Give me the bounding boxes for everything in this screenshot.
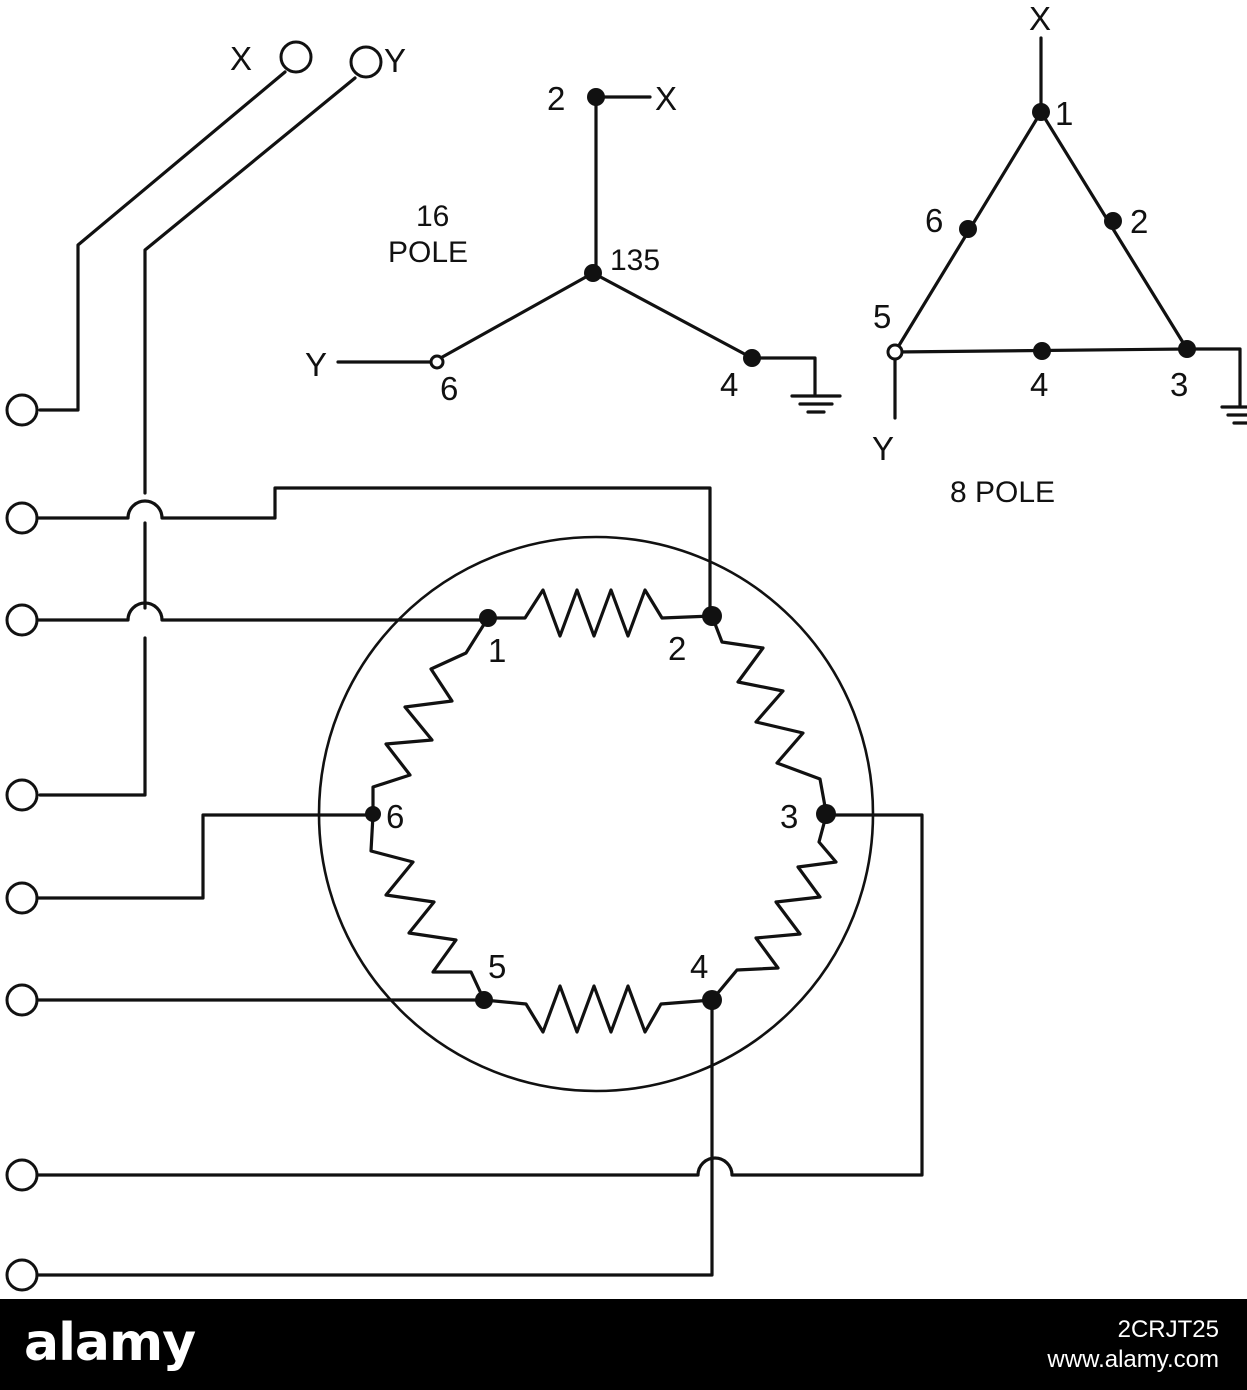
left-terminal-4[interactable] bbox=[5, 778, 39, 812]
delta-label-4: 4 bbox=[1030, 366, 1048, 403]
winding-2-3 bbox=[710, 614, 828, 814]
delta-node-1 bbox=[1032, 103, 1050, 121]
delta-label-x: X bbox=[1029, 0, 1051, 37]
wye-label-y: Y bbox=[305, 346, 327, 383]
left-terminal-7[interactable] bbox=[5, 1158, 39, 1192]
lead-x bbox=[38, 70, 287, 412]
delta-label-1: 1 bbox=[1055, 95, 1073, 132]
stator-node-6 bbox=[365, 806, 381, 822]
watermark-footer: alamy 2CRJT25 www.alamy.com bbox=[0, 1299, 1247, 1390]
image-id-block: 2CRJT25 www.alamy.com bbox=[1047, 1315, 1219, 1375]
lead-y bbox=[38, 76, 357, 797]
stator-label-1: 1 bbox=[488, 632, 506, 669]
stator: 1 2 3 4 5 6 bbox=[317, 535, 875, 1093]
image-id: 2CRJT25 bbox=[1117, 1316, 1219, 1343]
stator-node-4 bbox=[702, 990, 722, 1010]
left-terminal-1[interactable] bbox=[5, 393, 39, 427]
delta-label-6: 6 bbox=[925, 202, 943, 239]
wye-title-pole: POLE bbox=[388, 236, 468, 269]
wye-node-center bbox=[584, 264, 602, 282]
wye-label-6: 6 bbox=[440, 370, 458, 407]
stator-label-3: 3 bbox=[780, 798, 798, 835]
left-terminals bbox=[5, 393, 39, 1292]
switch-terminal-x[interactable] bbox=[279, 40, 313, 74]
delta-node-5 bbox=[886, 343, 904, 361]
delta-label-5: 5 bbox=[873, 298, 891, 335]
brand-logo: alamy bbox=[24, 1313, 196, 1373]
terminal-leads bbox=[35, 486, 924, 1277]
delta-label-y: Y bbox=[872, 430, 894, 467]
ground-icon bbox=[1220, 405, 1247, 425]
winding-6-1 bbox=[371, 616, 490, 815]
lead-to-node-2 bbox=[35, 486, 712, 617]
stator-label-6: 6 bbox=[386, 798, 404, 835]
stator-node-2 bbox=[702, 606, 722, 626]
left-terminal-3[interactable] bbox=[5, 603, 39, 637]
lead-to-node-6 bbox=[35, 813, 375, 900]
stator-node-5 bbox=[475, 991, 493, 1009]
wye-node-6 bbox=[429, 354, 445, 370]
winding-5-6 bbox=[369, 813, 486, 1002]
stator-label-4: 4 bbox=[690, 948, 708, 985]
stator-label-5: 5 bbox=[488, 948, 506, 985]
wye-label-x: X bbox=[655, 80, 677, 117]
stator-ring bbox=[317, 535, 875, 1093]
wye-title-number: 16 bbox=[416, 200, 449, 233]
switch-terminal-y[interactable] bbox=[349, 45, 383, 79]
site-url: www.alamy.com bbox=[1047, 1346, 1219, 1373]
delta-node-2 bbox=[1104, 212, 1122, 230]
stator-label-2: 2 bbox=[668, 630, 686, 667]
left-terminal-5[interactable] bbox=[5, 881, 39, 915]
wye-label-2: 2 bbox=[547, 80, 565, 117]
left-terminal-8[interactable] bbox=[5, 1258, 39, 1292]
wye-label-4: 4 bbox=[720, 366, 738, 403]
stator-node-1 bbox=[479, 609, 497, 627]
delta-8-pole: X 1 2 6 5 4 3 Y 8 POLE bbox=[872, 0, 1247, 509]
wye-label-center: 135 bbox=[610, 244, 660, 277]
wye-arm-4 bbox=[591, 271, 817, 396]
winding-3-4 bbox=[710, 814, 838, 1002]
delta-label-3: 3 bbox=[1170, 366, 1188, 403]
winding-1-2 bbox=[486, 588, 714, 638]
lead-to-node-3 bbox=[35, 813, 924, 1177]
motor-winding-diagram: X Y bbox=[5, 0, 1247, 1292]
left-terminal-2[interactable] bbox=[5, 501, 39, 535]
delta-node-6 bbox=[959, 220, 977, 238]
switch-label-y: Y bbox=[384, 42, 406, 79]
delta-label-2: 2 bbox=[1130, 203, 1148, 240]
delta-node-3 bbox=[1178, 340, 1196, 358]
switch-label-x: X bbox=[230, 40, 252, 77]
lead-to-node-4 bbox=[35, 998, 714, 1277]
wye-node-4 bbox=[743, 349, 761, 367]
lead-to-node-1 bbox=[35, 601, 490, 622]
wye-node-2 bbox=[587, 88, 605, 106]
wye-arm-6 bbox=[435, 271, 595, 362]
delta-lead-ground bbox=[1185, 347, 1242, 407]
stator-node-3 bbox=[816, 804, 836, 824]
left-terminal-6[interactable] bbox=[5, 983, 39, 1017]
xy-switch: X Y bbox=[38, 40, 406, 797]
ground-icon bbox=[790, 394, 842, 414]
wye-16-pole: 2 X 16 POLE 135 Y 6 4 bbox=[305, 80, 842, 414]
winding-4-5 bbox=[482, 984, 714, 1034]
delta-node-4 bbox=[1033, 342, 1051, 360]
delta-title: 8 POLE bbox=[950, 476, 1055, 509]
